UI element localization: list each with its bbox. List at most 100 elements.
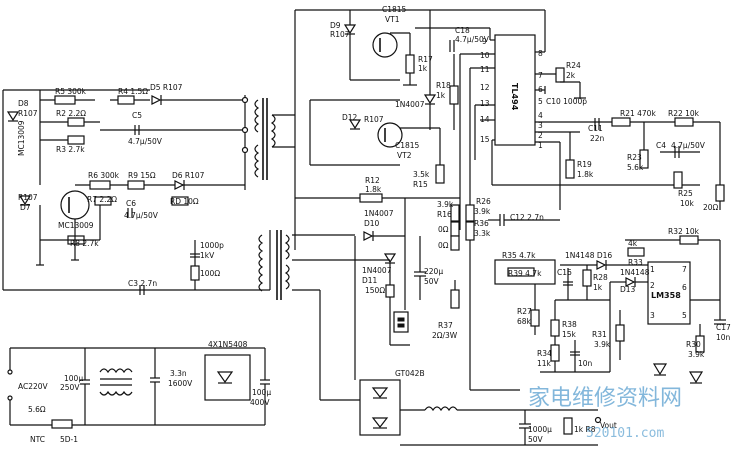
r23-label: R23 [627,153,642,162]
resistor-r36 [465,221,475,241]
resistor-r39 [507,267,535,277]
resistor-r4 [117,95,135,105]
ntc-part-label: 5D-1 [60,435,78,444]
pin3-label: 3 [538,121,543,130]
relay-coil [393,311,409,333]
lm-pin2-label: 2 [650,281,655,290]
d6-label: D6 R107 [172,171,205,180]
c5-label: C5 [132,111,142,120]
r17-value-label: 1k [418,64,428,73]
d8-part-label: R107 [18,109,38,118]
c16-label: C16 [557,268,572,277]
ac-terminal-1 [7,369,13,375]
resistor-r28 [582,269,592,287]
vt2-id-label: VT2 [397,151,412,160]
c10-label: C10 1000p [546,97,587,106]
r23-value-label: 5.6k [627,163,644,172]
bridge-label: 4X1N5408 [208,340,248,349]
c-in-label: 100μ [64,374,83,383]
resistor-r38 [550,319,560,337]
resistor-r3 [67,135,85,145]
r16-value-label: 3.9k [437,200,454,209]
lm-pin1-label: 1 [650,265,655,274]
r7-label: R7 2.2Ω [87,195,117,204]
r5-label: R5 300k [55,87,87,96]
c5-voltage-label: 4.7μ/50V [128,137,163,146]
r19-value-label: 1.8k [577,170,594,179]
resistor-output-bleed [563,417,573,435]
r21-label: R21 470k [620,109,656,118]
r38-value-label: 15k [562,330,577,339]
c-out-voltage-label: 50V [528,435,544,444]
pin15-label: 15 [480,135,490,144]
resistor-0ohm-b [450,235,460,251]
c-snubber-label: 1000p [200,241,224,250]
resistor-r34 [550,344,560,362]
pin4-label: 4 [538,111,543,120]
r24-label: R24 [566,61,581,70]
d9-part-label: R107 [330,30,350,39]
resistor-r24 [555,67,565,83]
r34-value-label: 11k [537,359,552,368]
transistor-vt2 [377,122,403,148]
diode-1n4007-upper [423,94,437,105]
lm358-section: LM358 1 2 3 7 6 5 R32 10k 4k R33 1N4148 … [494,227,731,384]
d10-id-label: D10 [364,219,380,228]
r6-label: R6 300k [88,171,120,180]
r30-value-label: 3.9k [688,350,705,359]
ntc-label: NTC [30,435,45,444]
c-10n-label: 10n [578,359,593,368]
driver-transistors: D9 R107 C1815 VT1 R17 1k 1N4007 D12 R107 [295,5,540,203]
d13-label: 1N4148 [620,268,650,277]
diode-d8 [6,111,20,122]
choke-bottom [99,390,133,396]
r39-label: R39 4.7k [508,269,542,278]
rd-label: RD 10Ω [170,197,199,206]
vt2-label: C1815 [395,141,420,150]
ntc-value-label: 5.6Ω [28,405,46,414]
diode-d7 [18,195,32,206]
diode-d12 [348,119,362,130]
resistor-snubber [190,265,200,281]
c-x-label: 3.3n [170,369,187,378]
d12-part-label: R107 [364,115,384,124]
pin5-label: 5 [538,97,543,106]
c-snubber-voltage-label: 1kV [200,251,215,260]
main-transformer [258,230,355,400]
r24-value-label: 2k [566,71,576,80]
d5-label: D5 R107 [150,83,183,92]
ac-input-label: AC220V [18,382,49,391]
ac-terminal-2 [7,395,13,401]
r30-label: R30 [686,340,701,349]
mc13009-top-label: MC13009 [17,120,26,156]
resistor-r32 [679,235,699,245]
tl494-label: TL494 [510,83,519,111]
vt1-id-label: VT1 [385,15,400,24]
resistor-150 [385,284,395,298]
resistor-r15 [435,164,445,184]
r34-label: R34 [537,349,552,358]
r26-value-label: 3.9k [474,207,491,216]
resistor-r5 [54,95,76,105]
pin10-label: 10 [480,51,490,60]
transistor-vt1 [372,32,398,58]
watermark-url: 520101.com [586,426,664,441]
lm358-chip [647,261,691,325]
c11-value-label: 22n [590,134,605,143]
tl494-section: TL494 9 10 11 12 13 14 15 8 7 6 5 4 3 2 … [415,9,725,390]
resistor-r21 [611,117,631,127]
watermark-text: 家电维修资料网 [528,386,682,411]
d16-label: 1N4148 D16 [565,251,612,260]
r37-label: R37 [438,321,453,330]
resistor-r12 [359,193,383,203]
r27-value-label: 68k [517,317,532,326]
optocoupler-led [688,371,704,384]
vout-label: Vout [600,421,617,430]
lm-pin6-label: 6 [682,283,687,292]
diode-d6 [174,180,185,190]
pin11-label: 11 [480,65,490,74]
r-snubber-label: 100Ω [200,269,220,278]
c4-label: C4 [656,141,666,150]
r28-label: R28 [593,273,608,282]
